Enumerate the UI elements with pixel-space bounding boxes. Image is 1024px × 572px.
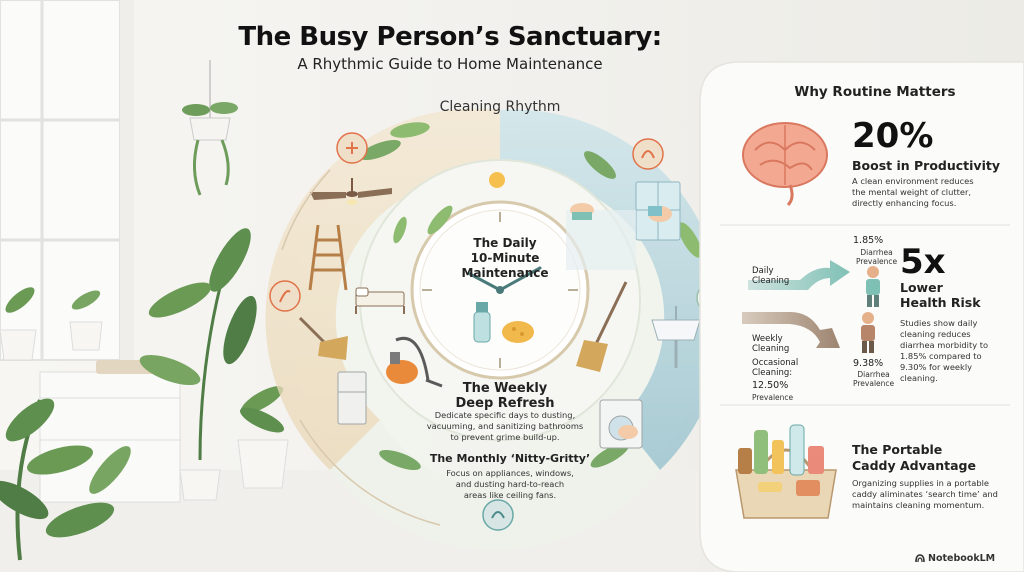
occasional-cleaning-value: 12.50%	[752, 380, 789, 391]
weekly-diarrhea-prevalence: Diarrhea Prevalence	[853, 370, 895, 388]
ceiling-fan-illustration	[310, 178, 392, 205]
cleaning-wheel	[265, 108, 728, 551]
broom-illustration-right	[576, 281, 628, 372]
page-title: The Busy Person’s Sanctuary:	[238, 22, 662, 52]
daily-maintenance-title: The Daily 10-Minute Maintenance	[461, 236, 549, 280]
productivity-stat-description: A clean environment reduces the mental w…	[852, 176, 974, 208]
caddy-title: The Portable Caddy Advantage	[852, 442, 976, 473]
vacuum-illustration	[386, 337, 443, 388]
ladder-illustration	[308, 224, 348, 291]
weekly-refresh-title: The Weekly Deep Refresh	[455, 381, 555, 411]
productivity-stat-label: Boost in Productivity	[852, 158, 1000, 173]
left-plants	[0, 228, 289, 561]
health-arrows	[742, 260, 880, 353]
window-illustration	[635, 181, 681, 241]
sink-illustration	[651, 306, 701, 368]
counter-illustration	[566, 203, 636, 270]
washing-machine-illustration	[599, 399, 643, 449]
occasional-cleaning-prevalence: Prevalence	[752, 393, 794, 402]
productivity-stat-value: 20%	[852, 116, 934, 156]
brain-illustration	[742, 122, 828, 207]
fridge-illustration	[337, 371, 367, 425]
monthly-task-title: The Monthly ‘Nitty-Gritty’	[429, 452, 591, 465]
caddy-illustration	[735, 424, 837, 519]
monthly-task-description: Focus on appliances, windows, and dustin…	[446, 468, 574, 500]
occasional-cleaning-label: Occasional Cleaning:	[752, 358, 799, 378]
brand-name: NotebookLM	[928, 553, 996, 564]
cleaning-rhythm-label: Cleaning Rhythm	[439, 99, 561, 115]
weekly-cleaning-label: Weekly Cleaning	[752, 334, 790, 354]
hanging-plant	[182, 60, 238, 196]
daily-diarrhea-prevalence: Diarrhea Prevalence	[856, 248, 898, 266]
health-stat-description: Studies show daily cleaning reduces diar…	[900, 318, 989, 383]
health-stat-value: 5x	[900, 242, 946, 282]
weekly-refresh-description: Dedicate specific days to dusting, vacuu…	[426, 410, 584, 442]
page-subtitle: A Rhythmic Guide to Home Maintenance	[297, 55, 603, 73]
bed-illustration	[355, 287, 405, 314]
caddy-description: Organizing supplies in a portable caddy …	[852, 478, 998, 510]
health-stat-label: Lower Health Risk	[900, 280, 981, 310]
window	[0, 0, 134, 380]
notebooklm-logo-icon	[915, 554, 925, 563]
broom-illustration-left	[298, 316, 348, 360]
daily-diarrhea-value: 1.85%	[853, 235, 884, 246]
daily-cleaning-label: Daily Cleaning	[752, 266, 790, 286]
weekly-diarrhea-value: 9.38%	[853, 358, 884, 369]
routine-title: Why Routine Matters	[794, 84, 956, 100]
